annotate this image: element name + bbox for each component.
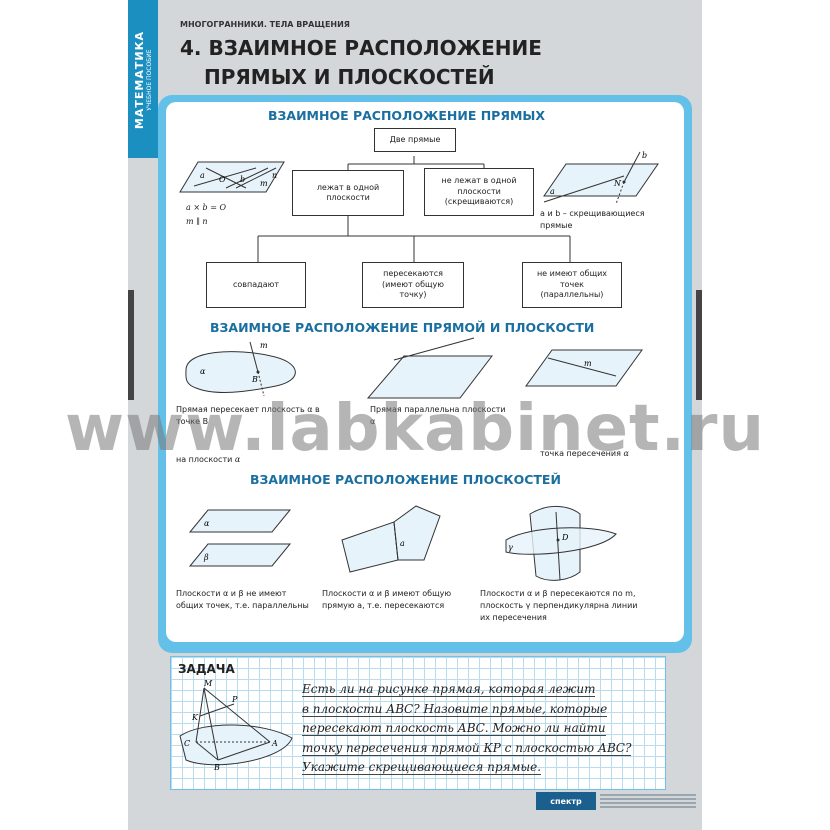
subject-sidebar: МАТЕМАТИКА УЧЕБНОЕ ПОСОБИЕ — [128, 0, 158, 158]
label-m-inplane: m — [584, 359, 592, 368]
box-intersect: пересекаются (имеют общую точку) — [362, 262, 464, 308]
line-parallel-plane-figure — [366, 337, 494, 399]
label-m: m — [260, 179, 268, 188]
left-edge-mark — [128, 290, 134, 400]
formula-parallel: m ∥ n — [186, 217, 208, 226]
caption-line-crosses-plane: Прямая пересекает плоскость α в точке B — [176, 405, 320, 426]
caption-line-parallel-plane: Прямая параллельна плоскости α — [370, 405, 506, 426]
label-n: n — [272, 171, 277, 180]
line-plane-heading: ВЗАИМНОЕ РАСПОЛОЖЕНИЕ ПРЯМОЙ И ПЛОСКОСТИ — [210, 320, 595, 335]
label-O: O — [219, 175, 226, 184]
box-coplanar: лежат в одной плоскости — [292, 170, 404, 216]
skew-caption: a и b – скрещивающиеся прямые — [540, 209, 645, 230]
line-in-plane-figure: m — [525, 349, 643, 387]
formula-intersect: a × b = O — [186, 203, 227, 212]
caption-line-crosses-tail: на плоскости α — [176, 455, 241, 464]
skew-lines-figure: N b a — [543, 151, 659, 205]
label-alpha-par: α — [204, 519, 210, 528]
lines-heading: ВЗАИМНОЕ РАСПОЛОЖЕНИЕ ПРЯМЫХ — [268, 108, 545, 123]
line-crosses-plane-figure: m B α — [185, 341, 296, 397]
label-A: A — [271, 739, 278, 748]
box-skew: не лежат в одной плоскости (скрещиваются… — [424, 168, 534, 216]
publisher-fineprint — [600, 792, 696, 812]
caption-intersecting-planes: Плоскости α и β имеют общую прямую a, т.… — [322, 589, 452, 610]
planes-heading: ВЗАИМНОЕ РАСПОЛОЖЕНИЕ ПЛОСКОСТЕЙ — [250, 472, 561, 487]
label-B-point: B — [251, 375, 258, 384]
task-line-4: точку пересечения прямой КР с плоскостью… — [302, 740, 632, 756]
label-alpha-1: α — [200, 367, 206, 376]
label-K: K — [191, 713, 199, 722]
label-a-int: a — [400, 539, 405, 548]
label-B: B — [213, 763, 220, 772]
label-beta-par: β — [203, 553, 209, 562]
label-b-skew: b — [642, 151, 647, 160]
title-line-1: 4. ВЗАИМНОЕ РАСПОЛОЖЕНИЕ — [180, 36, 542, 60]
task-question: Есть ли на рисунке прямая, которая лежит… — [302, 680, 662, 778]
box-coincide: совпадают — [206, 262, 306, 308]
task-grid-panel — [170, 656, 666, 790]
label-M: M — [203, 679, 213, 688]
label-a-skew: a — [550, 187, 555, 196]
publisher-logo: спектр — [536, 792, 596, 810]
box-parallel: не имеют общих точек (параллельны) — [522, 262, 622, 308]
pyramid-task-figure: M K P A B C — [179, 679, 293, 772]
task-line-1: Есть ли на рисунке прямая, которая лежит — [302, 682, 596, 697]
caption-perpendicular-planes: Плоскости α и β пересекаются по m, плоск… — [480, 589, 638, 622]
label-N: N — [613, 179, 622, 188]
task-line-5: Укажите скрещивающиеся прямые. — [302, 760, 542, 775]
label-b: b — [240, 175, 245, 184]
title-line-2: ПРЯМЫХ И ПЛОСКОСТЕЙ — [204, 65, 495, 89]
series-kicker: МНОГОГРАННИКИ. ТЕЛА ВРАЩЕНИЯ — [180, 20, 350, 29]
task-line-2: в плоскости АВС? Назовите прямые, которы… — [302, 701, 608, 717]
intersecting-planes-figure: a — [341, 505, 441, 573]
root-box-two-lines: Две прямые — [374, 128, 456, 152]
sidebar-subtitle: УЧЕБНОЕ ПОСОБИЕ — [146, 49, 153, 111]
lines-tree-connectors — [257, 156, 571, 262]
label-m-line: m — [260, 341, 268, 350]
label-gamma: γ — [508, 543, 513, 552]
label-D: D — [561, 533, 569, 542]
label-P: P — [231, 695, 238, 704]
sidebar-subject: МАТЕМАТИКА — [133, 30, 146, 130]
intersecting-lines-figure: O a b m n — [179, 161, 285, 193]
label-C: C — [184, 739, 190, 748]
parallel-planes-figure: α β — [188, 509, 292, 567]
right-edge-mark — [696, 290, 702, 400]
label-a: a — [200, 171, 205, 180]
caption-intersection-point: точка пересечения α — [540, 449, 629, 458]
site-watermark: www.labkabinet.ru — [64, 392, 766, 466]
page-title: 4. ВЗАИМНОЕ РАСПОЛОЖЕНИЕ ПРЯМЫХ И ПЛОСКО… — [180, 34, 542, 92]
task-line-3: пересекают плоскость АВС. Можно ли найти — [302, 721, 606, 736]
task-title: ЗАДАЧА — [178, 662, 235, 676]
perpendicular-planes-figure: D γ — [505, 506, 617, 581]
caption-parallel-planes: Плоскости α и β не имеют общих точек, т.… — [176, 589, 309, 610]
